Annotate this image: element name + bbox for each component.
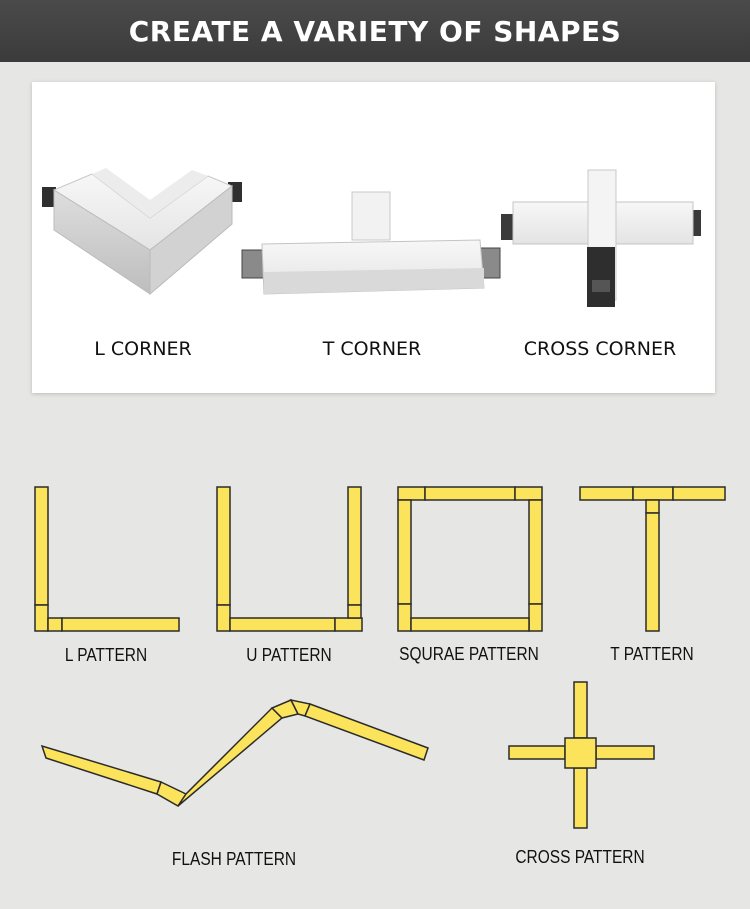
square-pattern-diagram [397,486,543,632]
pattern-label-square: SQURAE PATTERN [399,644,539,664]
page-title: CREATE A VARIETY OF SHAPES [128,14,622,48]
flash-pattern-diagram [40,698,429,807]
corner-label-l: L CORNER [94,338,192,360]
pattern-label-l: L PATTERN [64,645,148,665]
t-pattern-diagram [579,486,726,632]
corner-connectors-illustration [42,168,701,307]
header-banner: CREATE A VARIETY OF SHAPES [0,0,750,62]
corner-label-t: T CORNER [322,338,422,360]
t-corner-connector-icon [241,191,501,295]
corner-connectors-card: L CORNER T CORNER CROSS CORNER [32,82,715,393]
cross-corner-connector-icon [501,169,701,307]
pattern-label-t: T PATTERN [610,644,694,664]
pattern-label-cross: CROSS PATTERN [515,847,645,867]
corner-label-cross: CROSS CORNER [523,338,677,360]
pattern-label-u: U PATTERN [246,645,332,665]
l-pattern-diagram [34,486,180,632]
cross-pattern-diagram [508,681,655,829]
u-pattern-diagram [216,486,363,632]
l-corner-connector-icon [42,168,242,296]
pattern-label-flash: FLASH PATTERN [171,849,297,869]
